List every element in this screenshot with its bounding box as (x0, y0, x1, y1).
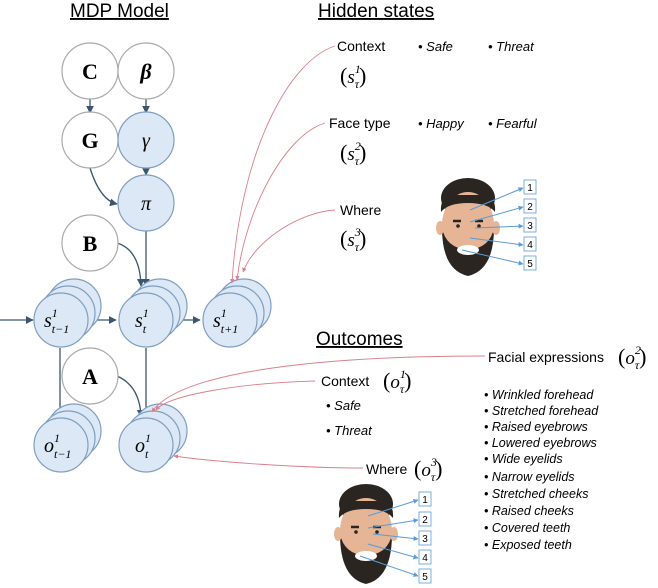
link-context-s (229, 45, 336, 284)
out-context-bullet-2: • Threat (326, 423, 373, 438)
face-illustration-bottom (334, 484, 398, 584)
hidden-state-links (229, 45, 336, 284)
node-label-pi: π (141, 193, 152, 215)
expr-item-4: • Lowered eyebrows (484, 436, 597, 450)
hs-region-5: 5 (527, 259, 533, 270)
link-facial-o (151, 355, 486, 413)
face-illustration-top (436, 178, 500, 276)
out-facial-label: Facial expressions (488, 349, 604, 365)
node-label-gamma: γ (142, 130, 151, 152)
out-region-4: 4 (422, 553, 428, 564)
face-region-pointers-bottom (359, 498, 419, 577)
node-s-cur (118, 292, 174, 348)
expr-item-5: • Wide eyelids (484, 452, 563, 466)
node-b (61, 214, 119, 272)
hidden-states-header: Hidden states (318, 1, 434, 22)
link-where-o (173, 454, 364, 469)
face-region-pointers-top (461, 187, 524, 266)
expr-item-1: • Wrinkled forehead (484, 388, 594, 402)
hs-facetype-bullet-1: • Happy (418, 116, 465, 131)
hs-context-bullet-1: • Safe (418, 39, 453, 54)
node-label-b: B (83, 231, 98, 256)
out-region-2: 2 (422, 515, 428, 526)
node-label-beta: β (139, 59, 152, 84)
node-s-next (202, 292, 258, 348)
node-label-g: G (81, 128, 98, 153)
hs-facetype-label: Face type (329, 115, 391, 131)
face-region-labels-top: 1 2 3 4 5 (523, 179, 537, 271)
expr-item-3: • Raised eyebrows (484, 420, 588, 434)
node-a (61, 347, 119, 405)
hs-context-label: Context (337, 38, 385, 54)
node-label-a: A (82, 364, 98, 389)
node-label-c: C (82, 59, 98, 84)
out-region-3: 3 (422, 534, 428, 545)
white-nodes (61, 42, 175, 405)
out-where-label: Where (366, 461, 407, 477)
hs-region-3: 3 (527, 221, 533, 232)
expr-item-10: • Exposed teeth (484, 538, 572, 552)
hs-region-2: 2 (527, 202, 533, 213)
hs-region-4: 4 (527, 240, 533, 251)
blue-nodes (117, 111, 175, 232)
facial-expressions-list: • Wrinkled forehead • Stretched forehead… (484, 388, 599, 552)
out-context-label: Context (321, 373, 369, 389)
hs-region-1: 1 (527, 183, 533, 194)
expr-item-8: • Raised cheeks (484, 504, 574, 518)
node-o-prev (33, 417, 89, 473)
link-where-s (242, 209, 336, 273)
edge-g-pi (89, 167, 118, 207)
hs-facetype-bullet-2: • Fearful (488, 116, 538, 131)
link-facetype-s (235, 122, 326, 281)
expr-item-9: • Covered teeth (484, 521, 570, 535)
out-context-bullet-1: • Safe (326, 398, 361, 413)
expr-item-2: • Stretched forehead (484, 404, 599, 418)
node-gamma (117, 111, 175, 169)
node-beta (117, 42, 175, 100)
node-o-cur (118, 417, 174, 473)
mdp-model-header: MDP Model (70, 1, 169, 22)
outcome-links (151, 355, 486, 469)
out-region-5: 5 (422, 572, 428, 583)
hs-where-label: Where (340, 202, 381, 218)
face-region-labels-bottom: 1 2 3 4 5 (418, 491, 432, 584)
outcomes-header: Outcomes (316, 329, 403, 350)
node-s-prev (33, 292, 89, 348)
out-region-1: 1 (422, 495, 428, 506)
edge-b-s (116, 242, 145, 287)
node-pi (117, 174, 175, 232)
link-context-o (155, 380, 316, 411)
expr-item-6: • Narrow eyelids (484, 470, 575, 484)
edge-a-o (116, 375, 145, 418)
hs-context-bullet-2: • Threat (488, 39, 535, 54)
expr-item-7: • Stretched cheeks (484, 487, 588, 501)
